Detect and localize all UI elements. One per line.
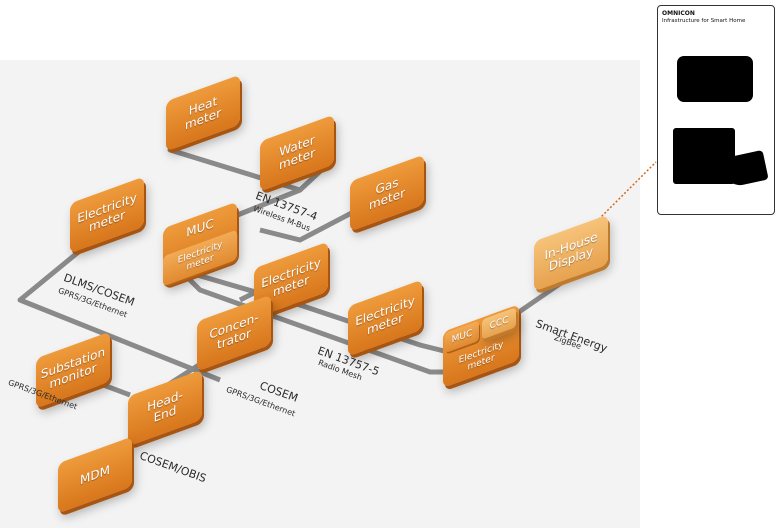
home-display-device: OMNICON Infrastructure for Smart Home [657,5,775,215]
screen-block-icon [677,56,753,102]
wire-water-muc [224,187,301,223]
display-link-dots [595,161,657,223]
device-subtitle: Infrastructure for Smart Home [662,18,746,24]
device-title: OMNICON [662,10,695,17]
